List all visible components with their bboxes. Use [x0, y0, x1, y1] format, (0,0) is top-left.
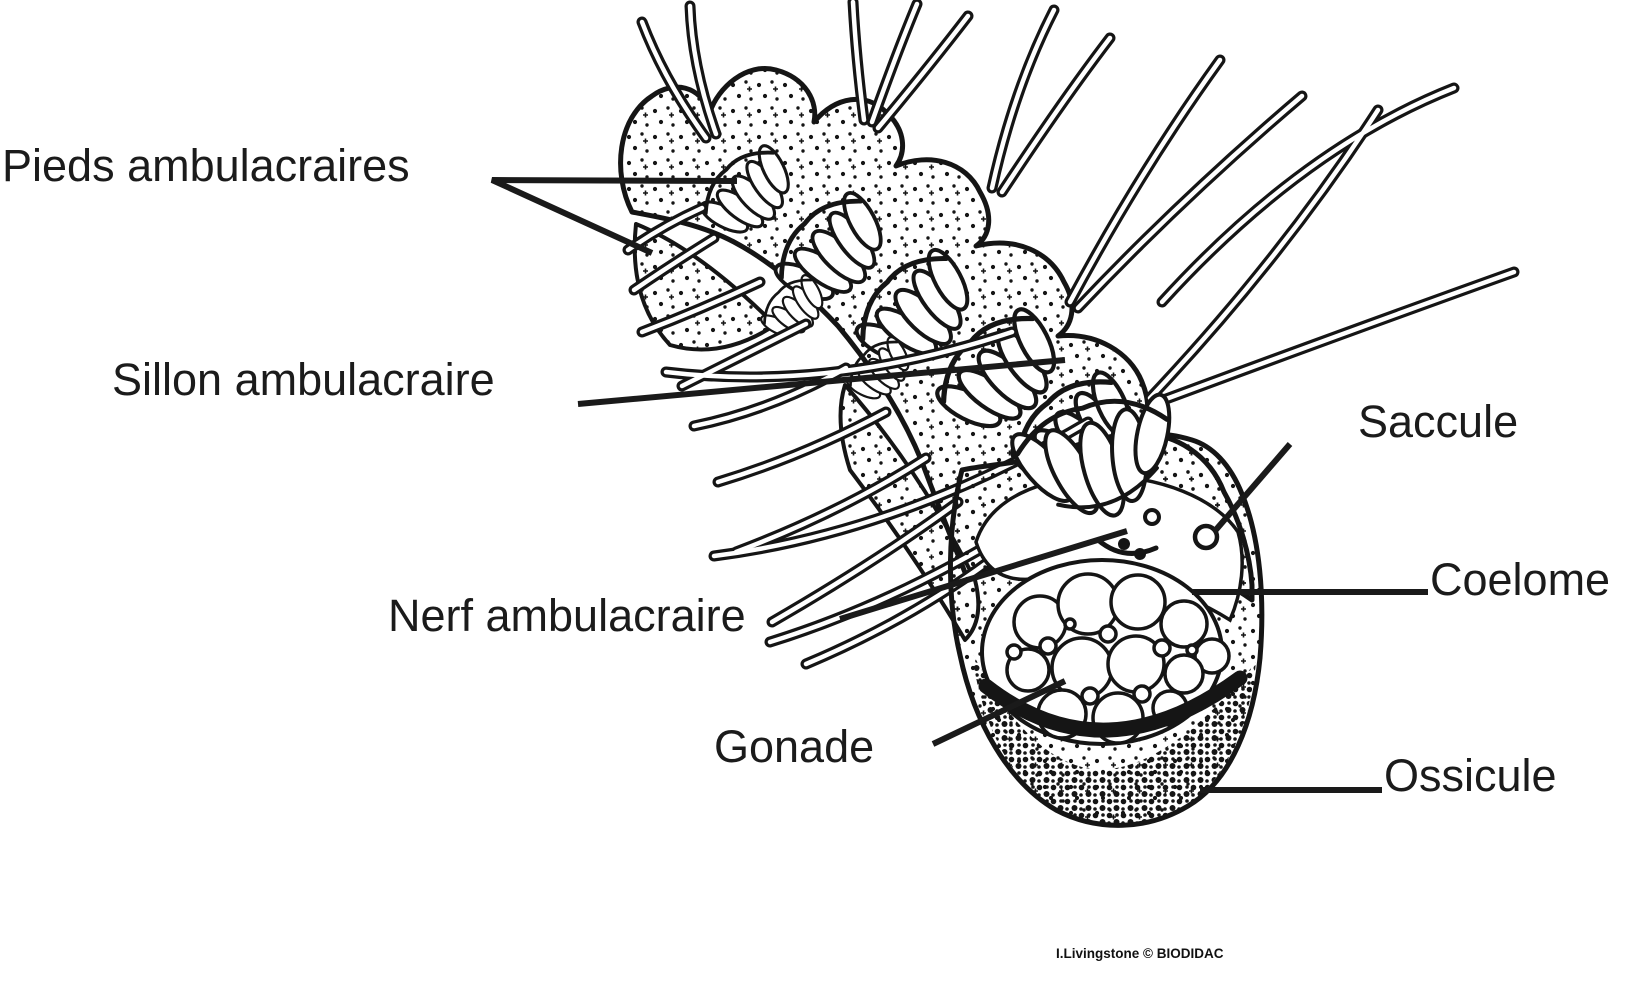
leader-sillon-ambulacraire: [577, 357, 1066, 407]
ossicle-stipple: [972, 652, 1256, 824]
leader-nerf-ambulacraire: [839, 528, 1128, 622]
label-coelome: Coelome: [1430, 554, 1611, 605]
leader-pieds-ambulacraires: [490, 177, 738, 256]
leader-gonade: [931, 678, 1067, 747]
arm-cross-section: [948, 430, 1265, 828]
label-ossicule: Ossicule: [1384, 750, 1557, 801]
label-nerf-ambulacraire: Nerf ambulacraire: [388, 590, 746, 641]
credit-line: I.Livingstone © BIODIDAC: [1056, 946, 1224, 961]
saccule-rings: [1143, 508, 1220, 551]
leader-lines: [490, 177, 1428, 793]
nerve-section: [1095, 537, 1159, 560]
label-saccule: Saccule: [1358, 396, 1519, 447]
label-pieds-ambulacraires: Pieds ambulacraires: [2, 140, 410, 191]
label-sillon-ambulacraire: Sillon ambulacraire: [112, 354, 495, 405]
leader-saccule: [1211, 442, 1293, 534]
label-gonade: Gonade: [714, 721, 875, 772]
gonad: [980, 558, 1231, 746]
terminal-tube-feet: [1010, 392, 1172, 518]
